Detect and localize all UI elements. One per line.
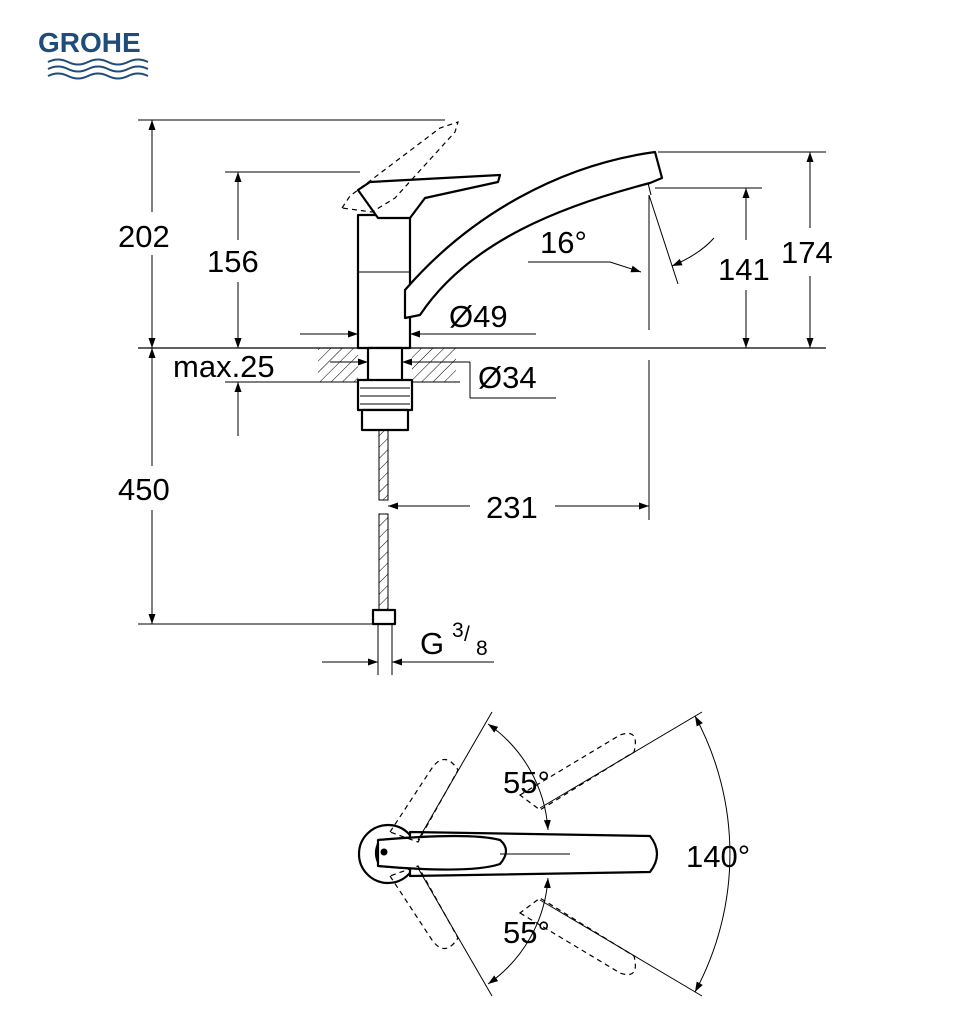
angle-swing-upper: 55° (503, 765, 550, 800)
grohe-logo: GROHE (38, 27, 149, 80)
brand-name: GROHE (38, 27, 141, 58)
dim-hose-length: 450 (118, 472, 170, 507)
dim-body-diameter: Ø49 (449, 299, 508, 334)
svg-text:/: / (464, 623, 470, 646)
dim-height-body: 156 (207, 244, 259, 279)
svg-text:8: 8 (476, 637, 488, 660)
mounting-fitting (356, 346, 414, 432)
thread-label: G 3 / 8 (420, 619, 488, 661)
wave-icon (47, 58, 149, 80)
countertop-section (318, 348, 460, 383)
dim-projection: 231 (486, 490, 538, 525)
dim-hole-diameter: Ø34 (478, 360, 537, 395)
supply-hose (371, 429, 397, 675)
faucet-body (356, 213, 412, 350)
svg-text:3: 3 (452, 619, 464, 642)
dim-spout-top-height: 174 (781, 235, 833, 270)
dim-outlet-height: 141 (718, 252, 770, 287)
dim-height-total: 202 (118, 219, 170, 254)
top-view: 55° 55° 140° (357, 711, 750, 997)
dim-spout-angle: 16° (540, 225, 587, 260)
lever (356, 173, 502, 220)
angle-swing-lower: 55° (503, 915, 550, 950)
dim-max-thickness: max.25 (173, 349, 275, 384)
spout (403, 150, 664, 320)
angle-swing-total: 140° (686, 839, 750, 874)
side-view: 202 156 max.25 450 Ø49 Ø34 231 (118, 119, 833, 675)
svg-text:G: G (420, 626, 444, 661)
